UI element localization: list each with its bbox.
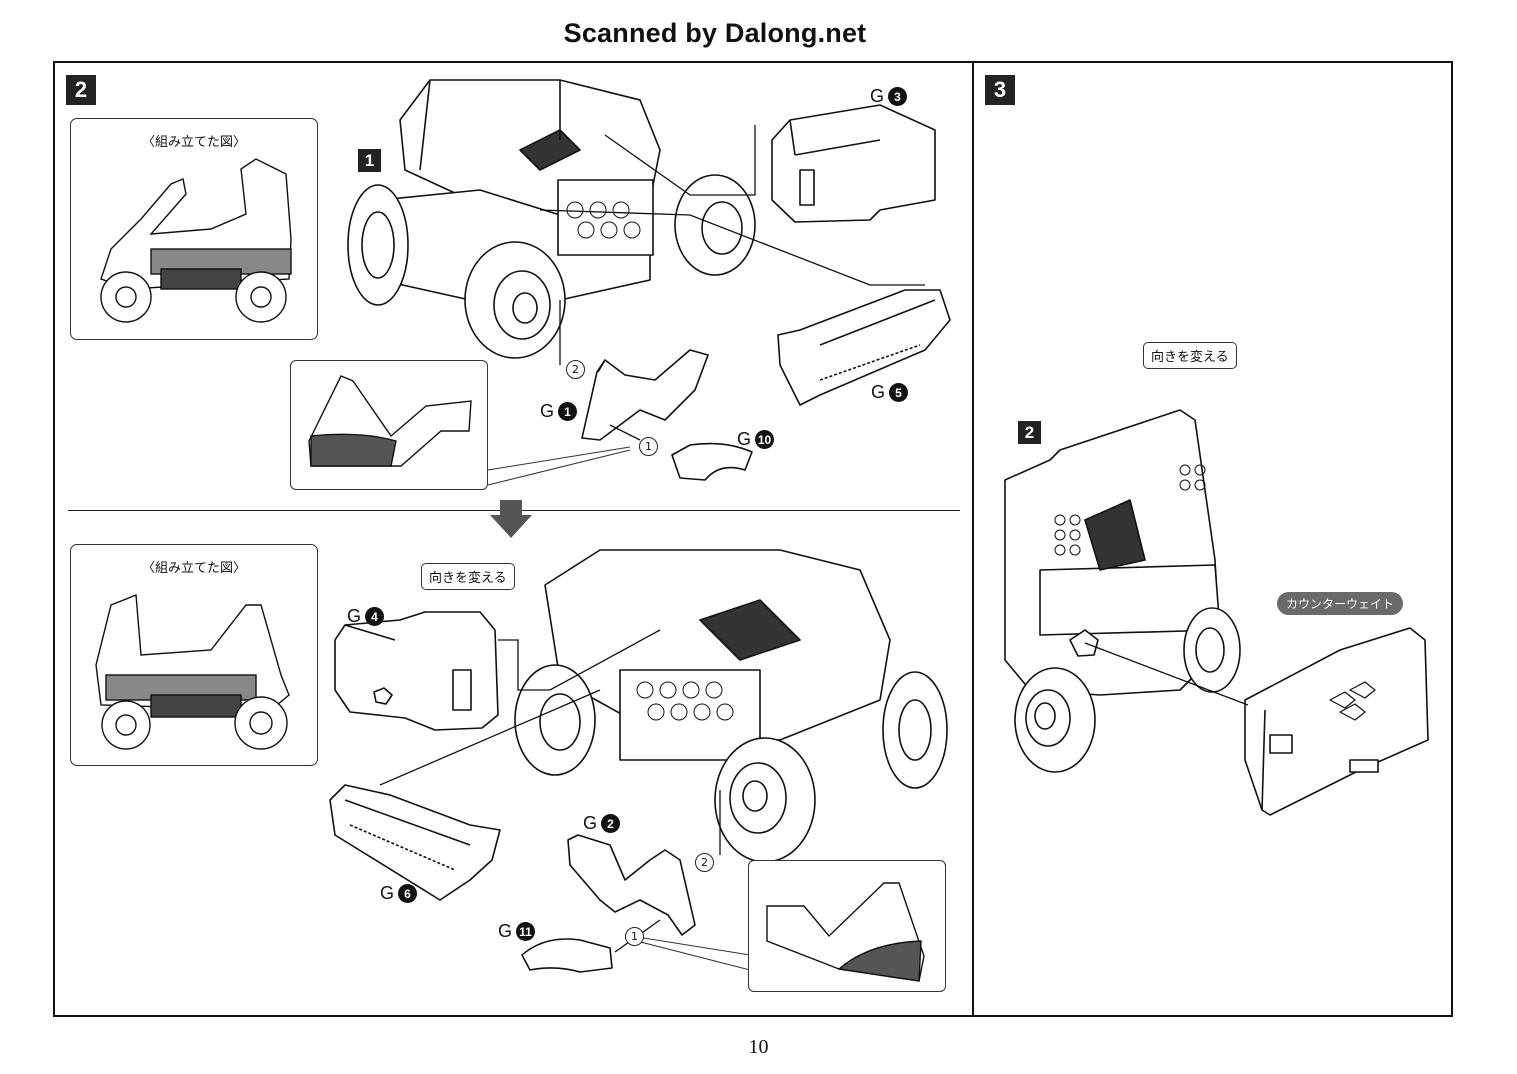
part-label-g3: G 3 [870, 86, 908, 107]
part-number: 6 [398, 884, 418, 903]
instruction-frame [53, 61, 1453, 1017]
subassembly-2-badge: 2 [1018, 421, 1041, 444]
part-g11-drawing [521, 938, 613, 973]
part-number: 2 [601, 814, 621, 833]
part-g4-drawing [334, 611, 499, 731]
part-g3-drawing [771, 104, 936, 223]
part-label-g10: G 10 [737, 429, 775, 450]
vehicle-bottom-drawing [514, 549, 948, 863]
order-mark: 2 [695, 853, 714, 872]
part-g6-drawing [329, 784, 501, 901]
part-g10-drawing [671, 442, 753, 481]
part-label-g11: G 11 [498, 921, 536, 942]
detail-callout-g2 [748, 860, 946, 992]
inset-bottom-title: 〈組み立てた図〉 [141, 561, 246, 576]
part-g1-drawing [581, 349, 709, 441]
detail-g2-drawing [766, 882, 925, 982]
part-letter: G [540, 401, 555, 421]
order-mark: 1 [639, 437, 658, 456]
inset-top-vehicle [100, 158, 292, 323]
part-g2-drawing [567, 834, 696, 936]
part-number: 1 [558, 402, 578, 421]
part-letter: G [498, 921, 513, 941]
part-g5-drawing [777, 289, 951, 406]
counterweight-drawing [1244, 627, 1429, 816]
part-number: 10 [755, 430, 775, 449]
part-label-g4: G 4 [347, 606, 385, 627]
inset-assembled-view-bottom: 〈組み立てた図〉 [70, 544, 318, 766]
page-number: 10 [748, 1036, 769, 1058]
part-letter: G [347, 606, 362, 626]
part-label-g6: G 6 [380, 883, 418, 904]
part-label-g5: G 5 [871, 382, 909, 403]
part-number: 3 [888, 87, 908, 106]
arrows-top [539, 125, 925, 441]
vehicle-step3-drawing [1004, 409, 1241, 773]
inset-bottom-vehicle [95, 593, 290, 750]
subassembly-1-badge: 1 [358, 149, 381, 172]
part-letter: G [737, 429, 752, 449]
counterweight-label: カウンターウェイト [1277, 592, 1404, 615]
part-letter: G [583, 813, 598, 833]
inset-assembled-view-top: 〈組み立てた図〉 [70, 118, 318, 340]
detail-callout-g1 [290, 360, 488, 490]
step-3-badge: 3 [985, 75, 1015, 105]
down-arrow [490, 500, 532, 538]
part-number: 11 [516, 922, 536, 941]
part-label-g1: G 1 [540, 401, 578, 422]
turn-around-label-step3: 向きを変える [1143, 342, 1237, 369]
step-divider-vertical [972, 61, 974, 1017]
step-2-badge: 2 [66, 75, 96, 105]
inset-top-title: 〈組み立てた図〉 [141, 135, 246, 150]
part-number: 4 [365, 607, 385, 626]
turn-around-label-step2: 向きを変える [421, 563, 515, 590]
part-letter: G [871, 382, 886, 402]
arrow-step3 [1084, 642, 1249, 706]
order-mark: 2 [566, 360, 585, 379]
part-letter: G [870, 86, 885, 106]
order-mark: 1 [625, 927, 644, 946]
scan-credit: Scanned by Dalong.net [563, 18, 867, 48]
part-number: 5 [889, 383, 909, 402]
vehicle-top-drawing [347, 79, 756, 359]
part-label-g2: G 2 [583, 813, 621, 834]
part-letter: G [380, 883, 395, 903]
detail-g1-drawing [308, 375, 472, 467]
